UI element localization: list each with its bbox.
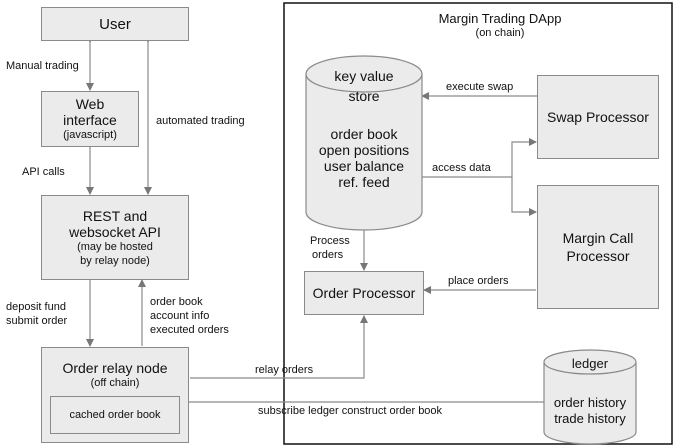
edge-access-data	[422, 138, 537, 178]
kv-title2: store	[348, 88, 380, 104]
dapp-subtitle: (on chain)	[475, 27, 525, 39]
margin-call-processor-box: Margin Call Processor	[537, 185, 659, 309]
cached-order-book-label: cached order book	[69, 409, 161, 421]
order-processor-box: Order Processor	[304, 271, 424, 315]
web-interface-box: Web interface (javascript)	[41, 91, 139, 147]
edge-label-account-info: account info	[150, 310, 210, 322]
edge-label-submit: submit order	[6, 315, 68, 327]
relay-title: Order relay node	[62, 360, 168, 376]
web-line2: interface	[63, 112, 117, 128]
edge-label-api-calls: API calls	[22, 166, 65, 178]
kv-item: open positions	[318, 142, 410, 158]
margin-line1: Margin Call	[562, 230, 634, 246]
user-label: User	[99, 15, 131, 33]
edge-label-process2: orders	[312, 249, 344, 261]
edge-access-data-margin	[511, 177, 537, 216]
web-line1: Web	[75, 96, 105, 112]
user-box: User	[41, 7, 189, 41]
margin-line2: Processor	[566, 248, 630, 264]
kv-items: order book open positions user balance r…	[306, 126, 422, 190]
swap-label: Swap Processor	[547, 109, 649, 125]
edge-label-access-data: access data	[432, 162, 491, 174]
edge-label-subscribe-ledger: subscribe ledger construct order book	[258, 405, 443, 417]
dapp-title: Margin Trading DApp	[438, 11, 562, 26]
ledger-title: ledger	[571, 356, 609, 371]
rest-api-box: REST and websocket API (may be hosted by…	[41, 195, 189, 280]
kv-store-cylinder	[305, 55, 423, 231]
order-processor-label: Order Processor	[312, 285, 416, 301]
rest-line3: (may be hosted	[77, 240, 153, 253]
swap-processor-box: Swap Processor	[537, 75, 659, 159]
ledger-cylinder	[543, 349, 637, 445]
edge-label-manual-trading: Manual trading	[6, 60, 79, 72]
rest-line4: by relay node)	[80, 254, 150, 267]
rest-line2: websocket API	[69, 223, 161, 240]
edge-label-relay-orders: relay orders	[255, 364, 314, 376]
cached-order-book-box: cached order book	[50, 396, 180, 434]
kv-item: order book	[330, 126, 398, 142]
edge-label-place-orders: place orders	[448, 275, 509, 287]
edge-label-order-book: order book	[150, 296, 203, 308]
rest-line1: REST and	[82, 207, 148, 224]
edge-label-automated-trading: automated trading	[156, 115, 245, 127]
edge-label-process1: Process	[310, 235, 350, 247]
kv-title1: key value	[334, 68, 394, 84]
edge-label-deposit: deposit fund	[6, 301, 66, 313]
edge-relay-orders	[190, 315, 368, 379]
ledger-line1: order history	[553, 395, 627, 410]
dapp-boundary	[283, 2, 673, 445]
kv-item: ref. feed	[338, 174, 390, 190]
web-line3: (javascript)	[63, 129, 117, 141]
ledger-line2: trade history	[554, 411, 626, 426]
relay-subtitle: (off chain)	[90, 377, 140, 389]
edge-label-execute-swap: execute swap	[446, 81, 514, 93]
edge-label-executed-orders: executed orders	[150, 324, 229, 336]
kv-item: user balance	[323, 158, 405, 174]
